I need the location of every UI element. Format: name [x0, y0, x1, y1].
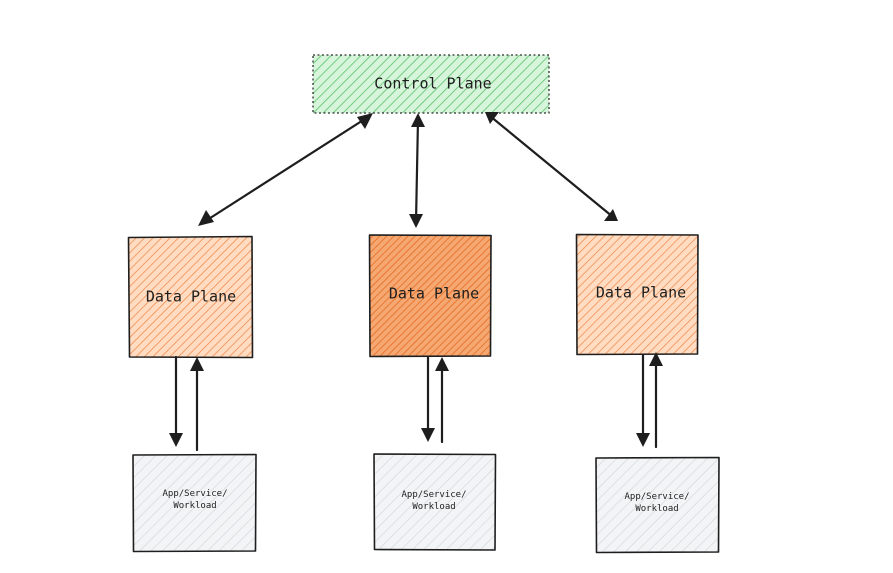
- arrowhead-down: [421, 428, 435, 442]
- connector-control-to-data-2: [409, 113, 425, 228]
- data-plane-node-1: Data Plane: [127, 235, 254, 359]
- workload-3-label-line2: Workload: [635, 504, 678, 514]
- workload-2-label-line2: Workload: [412, 502, 455, 512]
- arrowhead-up: [411, 113, 425, 127]
- control-plane-node: Control Plane: [312, 54, 550, 114]
- data-plane-1-fill: [129, 237, 252, 357]
- connector-data-1-to-workload-1: [169, 355, 204, 452]
- connector-control-to-data-3: [485, 112, 618, 221]
- workload-node-3: App/Service/ Workload: [595, 456, 720, 554]
- data-plane-node-2: Data Plane: [368, 234, 492, 358]
- workload-2-fill: [374, 454, 496, 550]
- data-plane-2-border: [368, 234, 492, 358]
- workload-1-label-line1: App/Service/: [162, 489, 227, 499]
- workload-node-2: App/Service/ Workload: [373, 453, 497, 551]
- arrowhead-down: [198, 210, 214, 226]
- arrowhead-down: [409, 214, 423, 228]
- data-plane-1-border: [127, 235, 254, 359]
- connector-data-3-to-workload-3: [636, 352, 663, 449]
- workload-3-label-line1: App/Service/: [624, 492, 689, 502]
- data-plane-1-label: Data Plane: [146, 288, 236, 306]
- workload-3-fill: [596, 458, 719, 552]
- workload-1-fill: [133, 455, 256, 551]
- data-plane-3-label: Data Plane: [596, 284, 686, 302]
- connector-control-to-data-1: [198, 113, 373, 226]
- data-plane-3-fill: [577, 235, 698, 354]
- connector-data-2-to-workload-2: [421, 355, 449, 444]
- arrowhead-up: [485, 112, 499, 124]
- control-plane-border: [312, 54, 550, 114]
- workload-node-1: App/Service/ Workload: [132, 453, 257, 553]
- workload-1-label-line2: Workload: [173, 501, 216, 511]
- workload-2-label-line1: App/Service/: [401, 490, 466, 500]
- data-plane-2-fill: [370, 235, 491, 356]
- arrowhead-up: [357, 113, 373, 129]
- control-plane-label: Control Plane: [374, 75, 491, 93]
- data-plane-2-label: Data Plane: [389, 285, 479, 303]
- workload-2-border: [373, 453, 497, 551]
- arrowhead-up: [435, 357, 449, 371]
- arrowhead-down: [636, 433, 650, 447]
- arrowhead-up: [190, 357, 204, 371]
- control-plane-fill: [313, 55, 549, 113]
- data-plane-3-border: [575, 233, 699, 356]
- arrowhead-down: [604, 209, 618, 221]
- workload-3-border: [595, 456, 720, 554]
- workload-1-border: [132, 453, 257, 553]
- data-plane-node-3: Data Plane: [575, 233, 699, 356]
- arrowhead-up: [649, 352, 663, 366]
- arrowhead-down: [169, 433, 183, 447]
